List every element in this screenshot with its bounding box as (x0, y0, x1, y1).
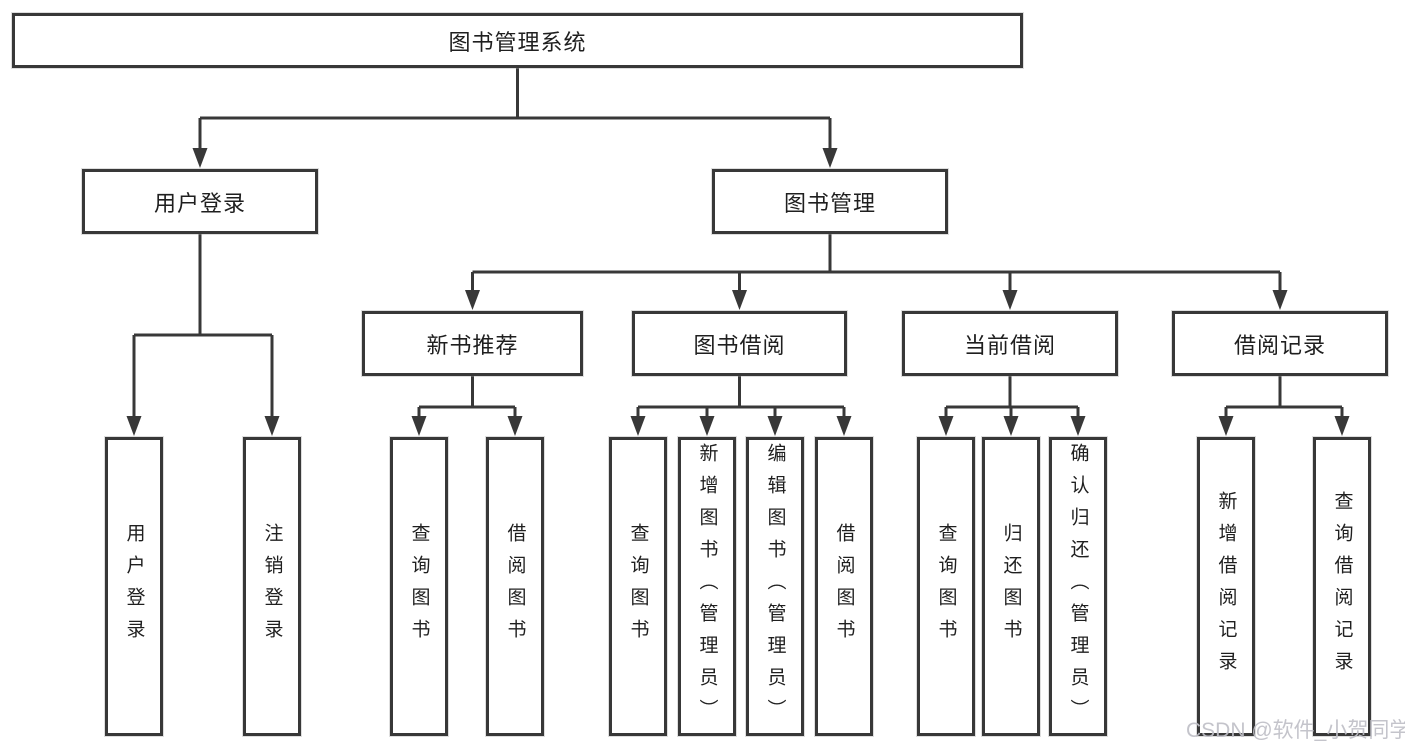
leaf-query-books-current: 查询图书 (917, 437, 975, 736)
arrowhead-icon (1218, 416, 1234, 436)
leaf-user-login: 用户登录 (105, 437, 163, 736)
leaf-query-borrow-record: 查询借阅记录 (1313, 437, 1371, 736)
leaf-label: 新增图书（管理员） (696, 442, 718, 731)
arrowhead-icon (630, 416, 646, 436)
leaf-label: 归还图书 (1000, 522, 1022, 651)
edge-user-login-to-leaves (126, 234, 280, 436)
leaf-label: 查询图书 (408, 522, 430, 651)
arrowhead-icon (1070, 416, 1086, 436)
node-book-management: 图书管理 (712, 169, 948, 234)
leaf-label: 新增借阅记录 (1215, 490, 1237, 683)
leaf-logout: 注销登录 (243, 437, 301, 736)
leaf-label: 查询借阅记录 (1331, 490, 1353, 683)
arrowhead-icon (767, 416, 783, 436)
leaf-label: 借阅图书 (504, 522, 526, 651)
arrowhead-icon (126, 416, 142, 436)
arrowhead-icon (1334, 416, 1350, 436)
arrowhead-icon (465, 290, 480, 310)
leaf-label: 借阅图书 (833, 522, 855, 651)
leaf-confirm-return-admin: 确认归还（管理员） (1049, 437, 1107, 736)
edge-new-book-recommendation (411, 376, 523, 436)
watermark-csdn: CSDN @软件_小贺同学 (1186, 719, 1405, 742)
leaf-query-books-borrowing: 查询图书 (609, 437, 667, 736)
edge-book-management-to-level3 (465, 234, 1288, 310)
leaf-edit-book-admin: 编辑图书（管理员） (746, 437, 804, 736)
leaf-label: 确认归还（管理员） (1067, 442, 1089, 731)
node-borrowing-records: 借阅记录 (1172, 311, 1388, 376)
leaf-label: 注销登录 (261, 522, 283, 651)
node-current-borrowing: 当前借阅 (902, 311, 1118, 376)
arrowhead-icon (1272, 290, 1288, 310)
leaf-borrow-books-borrowing: 借阅图书 (815, 437, 873, 736)
leaf-label: 查询图书 (627, 522, 649, 651)
node-label: 图书借阅 (693, 332, 786, 358)
node-label: 当前借阅 (963, 332, 1056, 358)
edge-root-to-level2 (192, 68, 838, 168)
node-label: 借阅记录 (1233, 332, 1326, 358)
node-label: 图书管理 (783, 190, 876, 216)
leaf-label: 编辑图书（管理员） (764, 442, 786, 731)
leaf-borrow-books-recommend: 借阅图书 (486, 437, 544, 736)
leaf-add-borrow-record: 新增借阅记录 (1197, 437, 1255, 736)
node-label: 图书管理系统 (448, 29, 587, 55)
arrowhead-icon (938, 416, 954, 436)
node-library-management-system: 图书管理系统 (12, 13, 1023, 68)
node-label: 新书推荐 (426, 332, 519, 358)
edge-current-borrowing (938, 376, 1086, 436)
leaf-query-books-recommend: 查询图书 (390, 437, 448, 736)
arrowhead-icon (732, 290, 747, 310)
node-label: 用户登录 (153, 190, 246, 216)
leaf-add-book-admin: 新增图书（管理员） (678, 437, 736, 736)
arrowhead-icon (192, 148, 208, 168)
arrowhead-icon (507, 416, 523, 436)
node-new-book-recommendation: 新书推荐 (362, 311, 583, 376)
arrowhead-icon (1003, 416, 1019, 436)
edge-borrowing-records (1218, 376, 1350, 436)
leaf-label: 查询图书 (935, 522, 957, 651)
leaf-label: 用户登录 (123, 522, 145, 651)
arrowhead-icon (1002, 290, 1018, 310)
arrowhead-icon (411, 416, 427, 436)
node-book-borrowing: 图书借阅 (632, 311, 847, 376)
node-user-login: 用户登录 (82, 169, 318, 234)
arrowhead-icon (264, 416, 280, 436)
arrowhead-icon (822, 148, 838, 168)
leaf-return-books: 归还图书 (982, 437, 1040, 736)
arrowhead-icon (836, 416, 852, 436)
edge-book-borrowing (630, 376, 852, 436)
arrowhead-icon (699, 416, 715, 436)
